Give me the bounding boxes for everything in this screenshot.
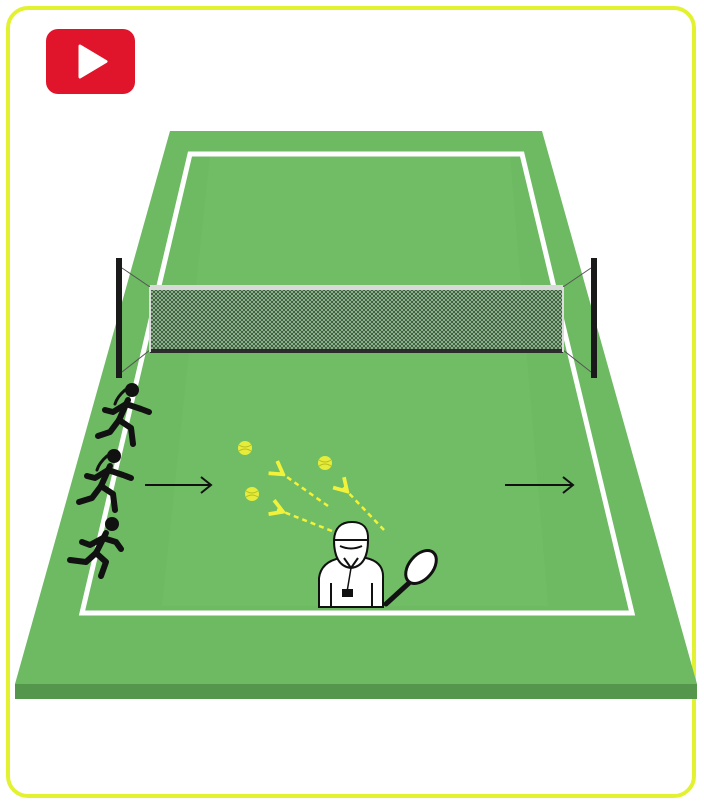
tennis-ball-icon [318,456,332,470]
court-edge [15,684,697,699]
tennis-ball-icon [238,441,252,455]
tennis-ball-icon [245,487,259,501]
